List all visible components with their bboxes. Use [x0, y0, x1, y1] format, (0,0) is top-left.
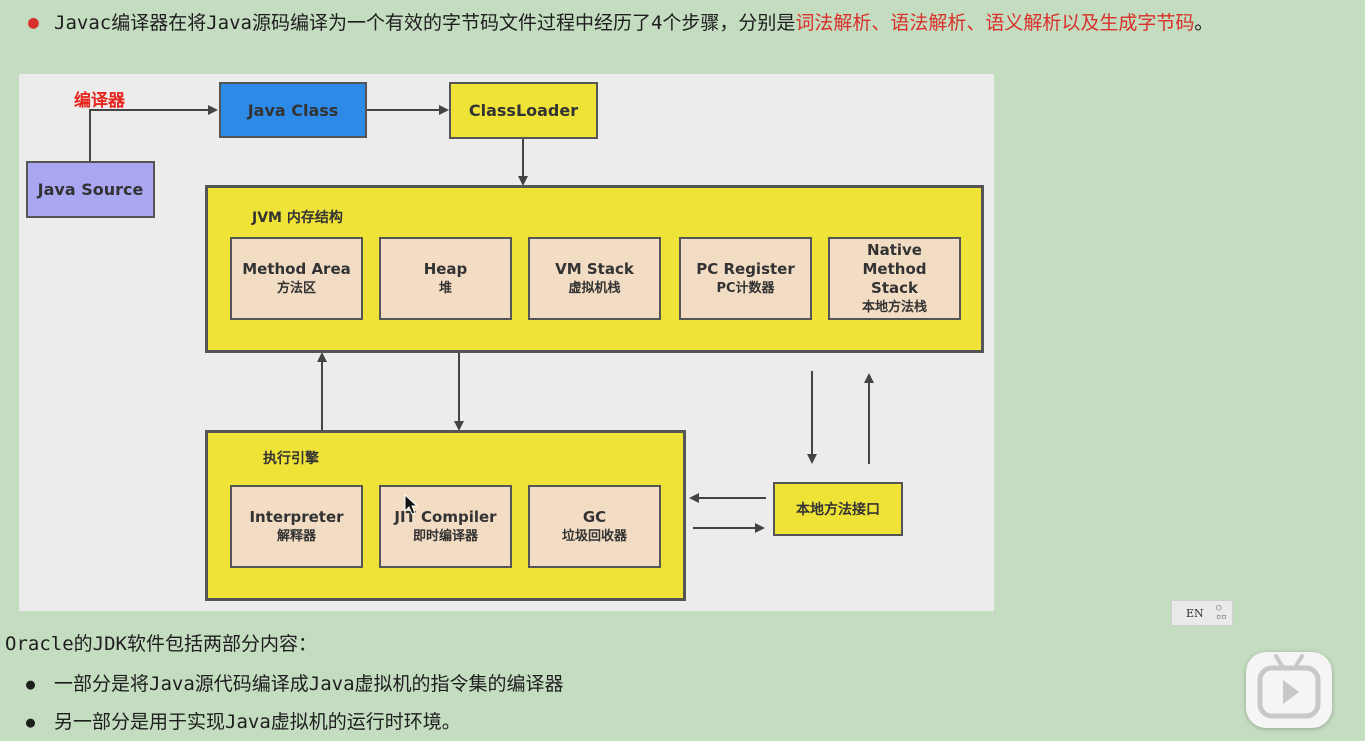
mouse-cursor-icon [404, 494, 418, 515]
vm-stack-cn: 虚拟机栈 [568, 280, 621, 296]
native-method-stack-cell: Native Method Stack 本地方法栈 [828, 237, 961, 320]
native-interface-box: 本地方法接口 [773, 482, 903, 536]
heap-cell: Heap 堆 [379, 237, 512, 320]
heap-cn: 堆 [438, 280, 452, 296]
javac-note: ● Javac编译器在将Java源码编译为一个有效的字节码文件过程中经历了4个步… [28, 8, 1338, 38]
jit-compiler-cn: 即时编译器 [412, 528, 478, 544]
play-button[interactable] [1246, 652, 1332, 728]
note-highlight: 词法解析、语法解析、语义解析以及生成字节码 [795, 12, 1195, 34]
ime-indicator[interactable]: EN ○▫▫ [1171, 600, 1233, 626]
bullet-dot-icon: ● [26, 675, 36, 693]
note-text: Javac编译器在将Java源码编译为一个有效的字节码文件过程中经历了4个步骤，… [54, 12, 796, 34]
method-area-cn: 方法区 [276, 280, 316, 296]
pc-register-cn: PC计数器 [716, 280, 775, 296]
bullet-icon: ● [28, 12, 39, 33]
interpreter-en: Interpreter [249, 507, 344, 526]
native-method-stack-cn: 本地方法栈 [861, 299, 927, 315]
method-area-cell: Method Area 方法区 [230, 237, 363, 320]
play-button-icon [1257, 654, 1321, 719]
gc-cell: GC 垃圾回收器 [528, 485, 661, 568]
java-class-box: Java Class [219, 82, 367, 138]
arrow-source-to-class [89, 105, 218, 161]
interpreter-cn: 解释器 [276, 528, 316, 544]
compiler-label: 编译器 [74, 91, 125, 111]
native-method-stack-en: Native Method Stack [862, 240, 927, 297]
interpreter-cell: Interpreter 解释器 [230, 485, 363, 568]
method-area-en: Method Area [242, 259, 351, 278]
vm-stack-cell: VM Stack 虚拟机栈 [528, 237, 661, 320]
note-end: 。 [1194, 12, 1214, 34]
ime-grip-icon: ○▫▫ [1216, 603, 1227, 622]
gc-cn: 垃圾回收器 [561, 528, 627, 544]
jit-compiler-en: JIT Compiler [394, 507, 497, 526]
jit-compiler-cell: JIT Compiler 即时编译器 [379, 485, 512, 568]
oracle-intro: Oracle的JDK软件包括两部分内容： [5, 633, 317, 655]
jvm-architecture-diagram: 编译器 Java Source Java Class ClassLoader J… [19, 74, 994, 611]
list-item: ● 另一部分是用于实现Java虚拟机的运行时环境。 [26, 708, 461, 736]
bullet-dot-icon: ● [26, 713, 36, 731]
jvm-memory-title: JVM 内存结构 [252, 210, 343, 226]
list-item-text: 另一部分是用于实现Java虚拟机的运行时环境。 [54, 711, 461, 733]
java-source-box: Java Source [26, 161, 155, 218]
diagram-arrows [89, 105, 874, 533]
gc-en: GC [582, 507, 607, 526]
pc-register-cell: PC Register PC计数器 [679, 237, 812, 320]
execution-engine-title: 执行引擎 [263, 451, 319, 467]
pc-register-en: PC Register [696, 259, 795, 278]
vm-stack-en: VM Stack [555, 259, 634, 278]
ime-label: EN [1186, 607, 1204, 620]
list-item-text: 一部分是将Java源代码编译成Java虚拟机的指令集的编译器 [54, 673, 564, 695]
classloader-box: ClassLoader [449, 82, 598, 139]
heap-en: Heap [423, 259, 468, 278]
list-item: ● 一部分是将Java源代码编译成Java虚拟机的指令集的编译器 [26, 670, 564, 698]
